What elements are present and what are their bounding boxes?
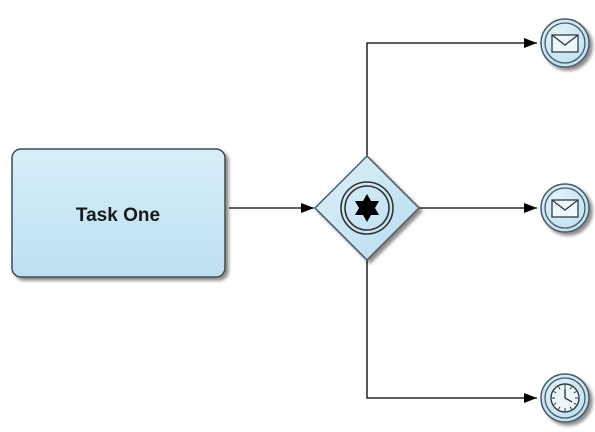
flow-gateway-to-message-event-1[interactable] xyxy=(366,38,537,158)
gateway-inner-ring xyxy=(344,185,390,231)
message-event-1[interactable] xyxy=(540,18,590,68)
envelope-icon xyxy=(551,199,579,218)
star-icon xyxy=(355,194,379,222)
task-one[interactable] xyxy=(11,148,226,278)
task-label: Task One xyxy=(76,205,160,226)
gateway-outer-ring xyxy=(340,181,394,235)
message-event-inner-ring xyxy=(544,22,586,64)
event-based-gateway[interactable] xyxy=(313,154,421,262)
clock-icon xyxy=(550,383,580,413)
timer-event[interactable] xyxy=(540,373,590,423)
envelope-icon xyxy=(551,34,579,53)
sequence-flows xyxy=(229,38,537,403)
message-event-2[interactable] xyxy=(540,183,590,233)
task-box[interactable] xyxy=(11,148,226,278)
flow-gateway-to-timer-event[interactable] xyxy=(366,258,537,403)
timer-event-inner-ring xyxy=(544,377,586,419)
message-event-inner-ring xyxy=(544,187,586,229)
